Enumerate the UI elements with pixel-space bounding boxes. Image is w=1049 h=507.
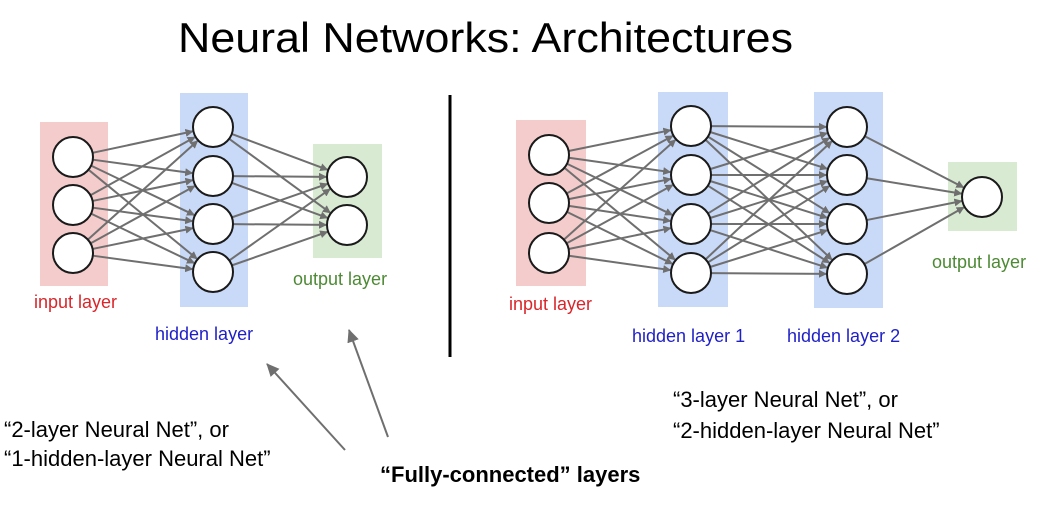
connection-edge — [566, 184, 674, 245]
neuron-hidden — [670, 105, 712, 147]
caption-right-line-1: “3-layer Neural Net”, or — [673, 387, 898, 412]
neuron-hidden — [826, 154, 868, 196]
neuron-hidden — [670, 203, 712, 245]
connection-edge — [90, 185, 196, 245]
neuron-hidden — [826, 253, 868, 295]
neuron-input — [528, 134, 570, 176]
connection-edge — [707, 185, 831, 264]
connection-edge — [231, 230, 329, 267]
pointer-arrow-hidden-layer — [266, 363, 346, 451]
connection-edge — [710, 122, 828, 131]
connection-edge — [568, 127, 672, 152]
connection-edge — [707, 137, 831, 215]
connection-edge — [232, 172, 328, 181]
connection-edge — [92, 128, 194, 154]
network-two-layer — [40, 93, 382, 307]
connection-edge — [709, 131, 828, 171]
neuron-hidden — [192, 203, 234, 245]
neuron-hidden — [826, 106, 868, 148]
caption-left-line-2: “1-hidden-layer Neural Net” — [4, 446, 271, 471]
connection-edge — [863, 206, 965, 265]
connection-edge — [704, 140, 833, 261]
connection-edge — [92, 225, 194, 250]
connection-edge — [866, 177, 963, 197]
connection-edge — [864, 135, 965, 189]
neuron-output — [326, 156, 368, 198]
connection-edge — [866, 198, 963, 222]
neuron-input — [52, 184, 94, 226]
pointer-arrow-output-layer — [347, 329, 389, 438]
label-output-layer: output layer — [932, 252, 1026, 272]
connection-edge — [92, 254, 194, 273]
connection-edge — [89, 136, 196, 197]
label-hidden-layer-2: hidden layer 2 — [787, 326, 900, 346]
page-title: Neural Networks: Architectures — [178, 14, 793, 61]
connection-edge — [231, 133, 329, 171]
connection-edge — [568, 254, 672, 274]
label-input-layer: input layer — [509, 294, 592, 314]
label-hidden-layer: hidden layer — [155, 324, 253, 344]
neuron-hidden — [192, 251, 234, 293]
caption-right-line-2: “2-hidden-layer Neural Net” — [673, 418, 940, 443]
neuron-hidden — [670, 252, 712, 294]
connection-edge — [231, 182, 329, 219]
connection-edge — [566, 135, 674, 195]
connection-edge — [709, 228, 828, 268]
connection-edge — [87, 140, 199, 241]
network-three-layer — [516, 92, 1017, 308]
neuron-hidden — [192, 106, 234, 148]
connection-edge — [710, 269, 828, 278]
connection-edge — [563, 139, 677, 241]
label-output-layer: output layer — [293, 269, 387, 289]
neuron-input — [52, 232, 94, 274]
caption-left-line-1: “2-layer Neural Net”, or — [4, 417, 229, 442]
fully-connected-annotation: “Fully-connected” layers — [380, 462, 640, 487]
neuron-input — [52, 136, 94, 178]
label-input-layer: input layer — [34, 292, 117, 312]
neuron-hidden — [826, 203, 868, 245]
connection-edge — [568, 225, 672, 250]
neuron-output — [961, 176, 1003, 218]
neuron-input — [528, 182, 570, 224]
neuron-output — [326, 204, 368, 246]
neuron-input — [528, 232, 570, 274]
neuron-hidden — [192, 155, 234, 197]
label-hidden-layer-1: hidden layer 1 — [632, 326, 745, 346]
neuron-hidden — [670, 154, 712, 196]
connection-edge — [228, 188, 331, 262]
